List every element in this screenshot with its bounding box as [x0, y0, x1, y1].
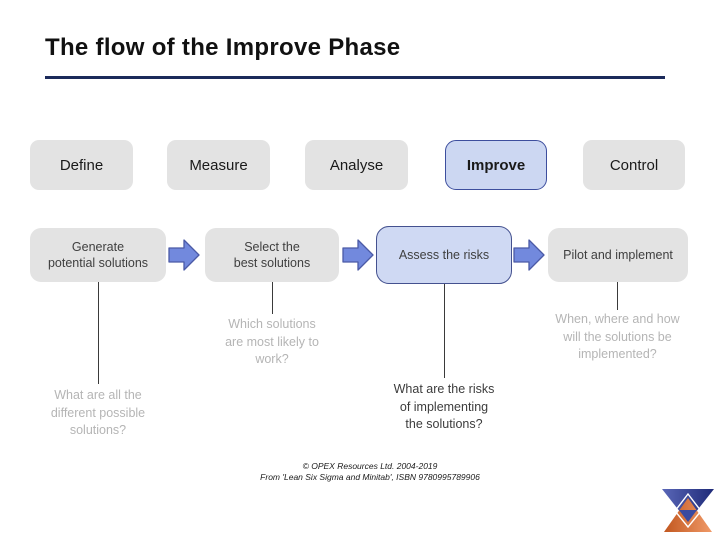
page-title: The flow of the Improve Phase — [45, 34, 401, 61]
right-block-arrow-icon — [168, 239, 200, 271]
copyright-footer: © OPEX Resources Ltd. 2004-2019 From 'Le… — [0, 461, 720, 482]
connector-line — [272, 282, 273, 314]
footer-line-2: From 'Lean Six Sigma and Minitab', ISBN … — [260, 471, 480, 482]
phase-box-measure: Measure — [167, 140, 270, 190]
footer-line-1: © OPEX Resources Ltd. 2004-2019 — [302, 461, 438, 471]
phase-box-define: Define — [30, 140, 133, 190]
question-all-possible-solutions: What are all the different possible solu… — [50, 388, 146, 437]
step-box-generate-solutions: Generate potential solutions — [30, 228, 166, 282]
step-box-pilot-implement: Pilot and implement — [548, 228, 688, 282]
step-box-assess-risks: Assess the risks — [376, 226, 512, 284]
phase-box-improve: Improve — [445, 140, 547, 190]
opex-hourglass-logo-icon — [662, 489, 714, 532]
phase-box-control: Control — [583, 140, 685, 190]
connector-line — [444, 284, 445, 378]
step-box-select-solutions: Select the best solutions — [205, 228, 339, 282]
title-underline — [45, 76, 665, 79]
question-when-where-how: When, where and how will the solutions b… — [555, 312, 680, 361]
question-risks-of-implementing: What are the risks of implementing the s… — [393, 382, 495, 431]
right-block-arrow-icon — [342, 239, 374, 271]
connector-line — [98, 282, 99, 384]
connector-line — [617, 282, 618, 310]
phase-box-analyse: Analyse — [305, 140, 408, 190]
right-block-arrow-icon — [513, 239, 545, 271]
question-which-solutions-work: Which solutions are most likely to work? — [225, 317, 319, 366]
